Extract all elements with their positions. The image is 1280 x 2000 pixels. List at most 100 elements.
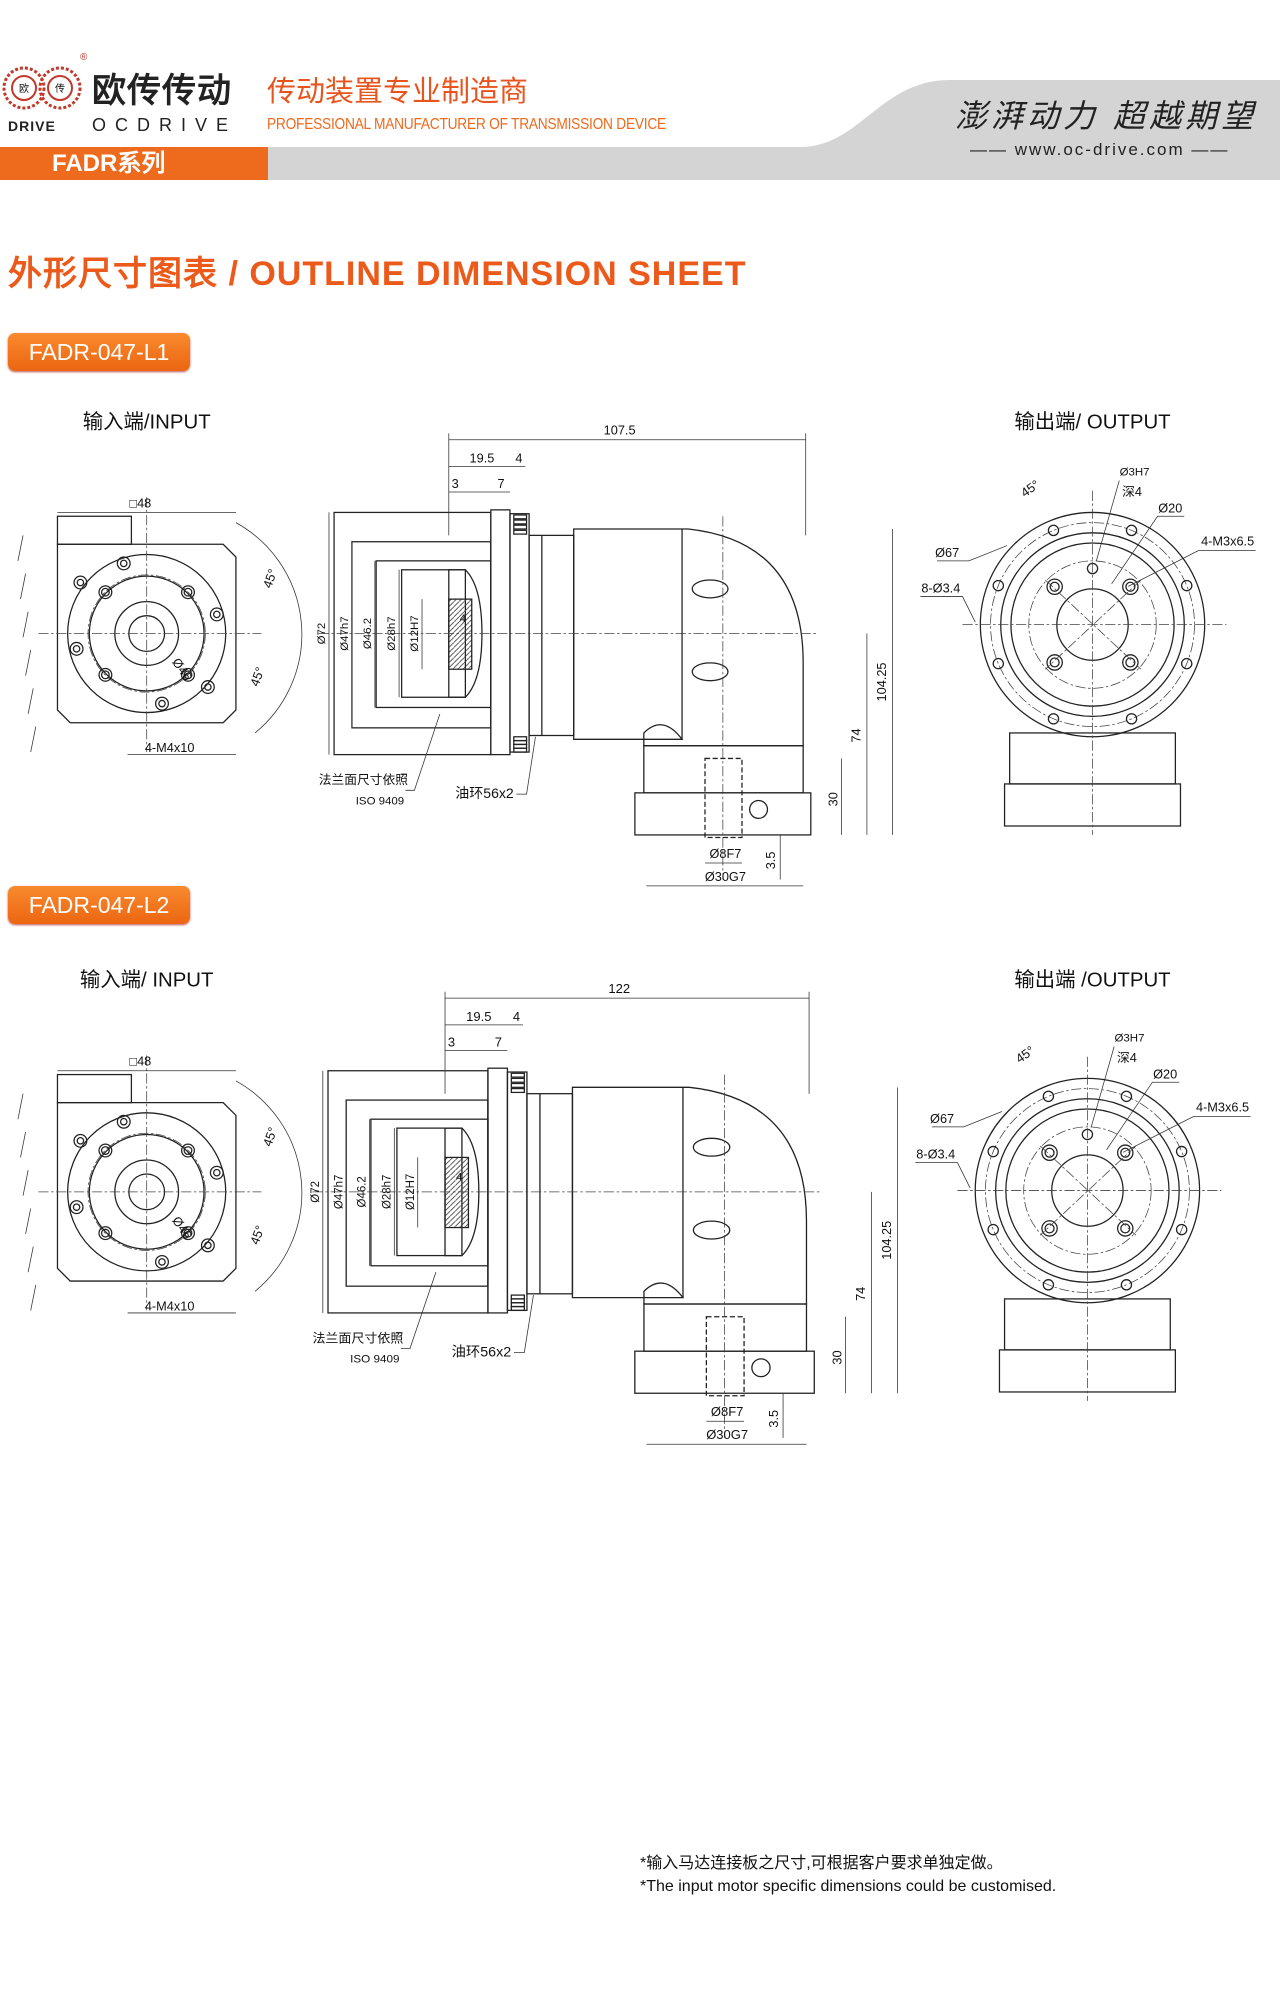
grease-hole: [748, 799, 769, 819]
dim-square: □48: [129, 495, 151, 510]
leader-line: [937, 545, 1008, 562]
cast-opening: [691, 662, 729, 682]
leader-line: [920, 596, 976, 623]
dim-104-25: 104.25: [874, 662, 889, 701]
motto: 澎湃动力 超越期望: [955, 97, 1258, 135]
bolt-hole-inner: [119, 559, 128, 568]
thread-hole: [1122, 654, 1139, 671]
mount-hole-inner: [100, 587, 110, 597]
dim-3-5: 3.5: [763, 852, 778, 870]
slogan-en: PROFESSIONAL MANUFACTURER OF TRANSMISSIO…: [267, 116, 666, 133]
flange-note-2: ISO 9409: [350, 1354, 399, 1366]
dim-angle-2: 45°: [247, 665, 268, 688]
dim-d12: Ø12H7: [405, 1174, 417, 1210]
thread-tooth: [513, 519, 528, 525]
hatch-line: [30, 726, 37, 753]
thread-tooth: [510, 1305, 525, 1312]
thread-tooth: [510, 1082, 525, 1088]
bolt-hole: [154, 696, 169, 711]
mount-hole-inner: [100, 1228, 110, 1238]
mount-hole: [987, 1145, 999, 1158]
bolt-hole: [200, 680, 215, 695]
series-tab[interactable]: FADR系列: [0, 147, 268, 180]
mount-hole-inner: [183, 1228, 193, 1238]
leader-line: [931, 1111, 1003, 1128]
dim-19-5: 19.5: [466, 1009, 491, 1024]
hatch-line: [30, 1284, 37, 1311]
thread-hole-inner: [1125, 581, 1136, 592]
input-flange-square: [56, 543, 237, 724]
mount-hole: [180, 1143, 196, 1158]
flange-ring: [509, 513, 530, 753]
mount-hole-inner: [100, 670, 110, 680]
dim-30: 30: [826, 792, 841, 806]
thread-hole-inner: [1049, 657, 1060, 668]
angle-arc: [235, 522, 303, 734]
dim-key: 4: [460, 613, 467, 625]
model-badge-l1: FADR-047-L1: [8, 333, 190, 371]
dim-4: 4: [513, 1009, 520, 1024]
bolt-hole: [154, 1254, 169, 1269]
website-url[interactable]: —— www.oc-drive.com ——: [970, 140, 1230, 159]
leader-line: [513, 1295, 534, 1353]
thread-tooth: [510, 1077, 525, 1083]
dim-thread: 4-M3x6.5: [1196, 1100, 1249, 1115]
output-housing: [643, 745, 804, 794]
logo-text-drive: DRIVE: [8, 118, 56, 134]
hatch-line: [27, 688, 34, 714]
dim-d20: Ø20: [1158, 500, 1182, 515]
bolt-hole: [116, 556, 131, 571]
leader-line: [1106, 1081, 1180, 1150]
mount-hole: [98, 667, 113, 682]
dim-d47: Ø47h7: [333, 1175, 345, 1209]
motor-plate-top: [56, 1073, 133, 1104]
note-cn: *输入马达连接板之尺寸,可根据客户要求单独定做。: [640, 1855, 1003, 1872]
dim-depth: 深4: [1122, 484, 1142, 499]
bolt-hole-inner: [212, 1168, 221, 1177]
mount-hole: [180, 1226, 196, 1241]
keyway: [444, 1156, 470, 1229]
flange-plate: [487, 1067, 509, 1314]
dim-depth: 深4: [1117, 1050, 1137, 1065]
dim-key: 4: [456, 1171, 463, 1183]
motor-plate-top: [56, 515, 133, 545]
dim-angle: 45°: [1013, 1043, 1037, 1066]
bolt-hole-inner: [212, 610, 221, 619]
thread-hole: [1041, 1144, 1058, 1161]
dim-d72: Ø72: [310, 1181, 322, 1203]
page-title: 外形尺寸图表 / OUTLINE DIMENSION SHEET: [8, 255, 747, 293]
bolt-hole-inner: [204, 1241, 212, 1250]
mount-hole-inner: [100, 1146, 110, 1156]
thread-tooth: [510, 1087, 525, 1094]
thread-hole: [1046, 654, 1063, 671]
logo-badge-right: 传: [55, 83, 65, 95]
leader-line: [1090, 1046, 1115, 1127]
header-background: [268, 80, 1280, 180]
dim-total-length: 107.5: [604, 423, 636, 438]
thread-tooth: [510, 1072, 525, 1078]
diag-line: [1045, 579, 1142, 670]
dim-d30: Ø30G7: [705, 869, 746, 884]
thread-tooth: [513, 529, 528, 535]
dim-thread: 4-M4x10: [145, 740, 195, 755]
elbow-body: [573, 528, 804, 747]
thread-hole-inner: [1049, 581, 1060, 592]
mount-hole: [1125, 524, 1138, 537]
logo-badge-left: 欧: [19, 83, 29, 95]
mount-hole-inner: [183, 1146, 193, 1156]
dim-104-25: 104.25: [879, 1221, 894, 1260]
flange-note-1: 法兰面尺寸依照: [312, 1330, 403, 1345]
leader-line: [915, 1162, 971, 1189]
flange-note-1: 法兰面尺寸依照: [319, 772, 408, 787]
diag-line: [1045, 579, 1142, 670]
mount-hole: [98, 1226, 113, 1241]
hatch-line: [25, 1208, 32, 1234]
dim-3: 3: [452, 476, 459, 491]
dim-d3: Ø3H7: [1120, 466, 1150, 478]
mount-hole-inner: [183, 587, 193, 597]
mount-hole: [1047, 713, 1060, 725]
oil-ring-note: 油环56x2: [455, 785, 514, 801]
